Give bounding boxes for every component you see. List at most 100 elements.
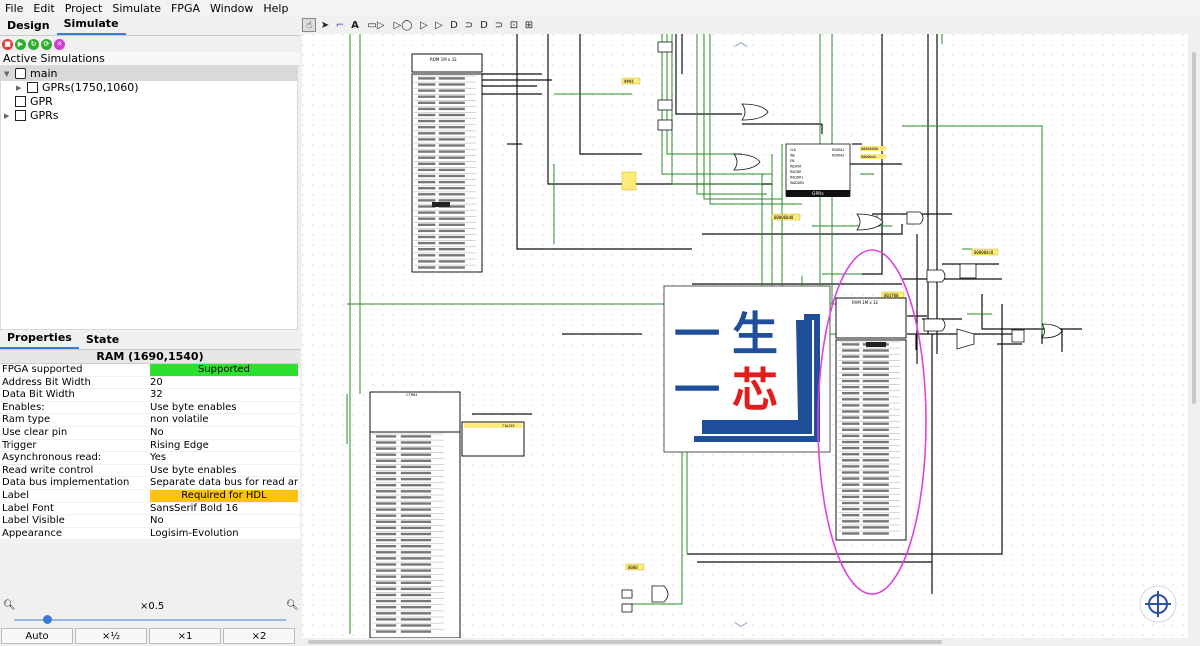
memory-value-mark — [400, 508, 432, 511]
memory-address-mark — [842, 398, 860, 401]
expand-arrow-icon[interactable]: ▶ — [4, 112, 10, 120]
tick-once-icon[interactable]: ↻ — [28, 38, 39, 50]
memory-address-mark — [376, 520, 397, 523]
recenter-button[interactable] — [1139, 585, 1177, 623]
gprs-subcircuit[interactable]: GPRs CLKWEENWDATARADDRRADDR1WADDR2RDATA1… — [785, 143, 886, 197]
property-value[interactable]: Use byte enables — [150, 464, 237, 476]
buffer-gate-icon[interactable]: ▷ — [420, 19, 428, 31]
zoom-slider-handle[interactable] — [42, 615, 52, 624]
memory-address-mark — [376, 563, 397, 566]
reset-simulation-icon[interactable]: ✕ — [54, 38, 65, 50]
menu-window[interactable]: Window — [210, 1, 254, 15]
select-tool-icon[interactable]: ➤ — [320, 19, 330, 31]
memory-address-mark — [376, 618, 397, 621]
property-value[interactable]: No — [150, 426, 164, 438]
property-value[interactable]: Required for HDL — [150, 489, 298, 502]
wire-tool-icon[interactable]: ⌐ — [335, 19, 345, 31]
memory-address-mark — [376, 532, 397, 536]
property-value[interactable]: Supported — [150, 364, 298, 376]
ram-component[interactable]: RAM 1M x 32 — [835, 297, 907, 541]
zoom-auto-button[interactable]: Auto — [1, 628, 73, 644]
poke-tool-icon[interactable]: ☝ — [302, 18, 316, 32]
memory-value-mark — [400, 520, 432, 523]
memory-value-mark — [400, 532, 432, 536]
property-value[interactable]: No — [150, 515, 164, 527]
vertical-scroll-thumb[interactable] — [1192, 52, 1196, 404]
tree-item-main[interactable]: ▼ main — [1, 67, 297, 81]
menu-edit[interactable]: Edit — [33, 1, 55, 15]
tree-item-gpr[interactable]: GPR — [1, 95, 297, 109]
rom-component[interactable]: ROM 1M x 32 — [411, 53, 483, 273]
zoom-2x-button[interactable]: ×2 — [223, 628, 295, 644]
property-value[interactable]: Logisim-Evolution — [150, 527, 239, 539]
scroll-down-icon[interactable]: ﹀ — [734, 622, 748, 638]
property-value[interactable]: Separate data bus for read and ... — [150, 477, 298, 489]
expand-arrow-icon[interactable]: ▶ — [16, 84, 22, 92]
zoom-in-icon[interactable]: 🔍︎ — [286, 600, 299, 611]
memory-address-mark — [376, 538, 397, 542]
zoom-half-button[interactable]: ×½ — [75, 628, 147, 644]
simulation-toolbar: ■ ▶ ↻ ⟳ ✕ — [0, 36, 300, 52]
property-value[interactable]: 32 — [150, 389, 163, 401]
zoom-slider-track[interactable] — [14, 619, 286, 621]
tab-properties[interactable]: Properties — [0, 329, 79, 349]
text-tool-icon[interactable]: A — [351, 19, 359, 31]
tunnel-icon[interactable]: ⊞ — [524, 19, 534, 31]
property-value[interactable]: Yes — [150, 452, 167, 464]
step-simulation-icon[interactable]: ▶ — [15, 38, 26, 50]
menu-project[interactable]: Project — [64, 1, 103, 15]
circuit-canvas[interactable]: ROM 1M x 32 CTR64 71b255 — [302, 34, 1188, 638]
zoom-out-icon[interactable]: 🔍︎ — [3, 600, 16, 611]
not-gate-icon[interactable]: ▷ — [435, 19, 443, 31]
menu-file[interactable]: File — [5, 1, 24, 15]
property-value[interactable]: SansSerif Bold 16 — [150, 502, 239, 514]
circuit-drawing[interactable]: ROM 1M x 32 CTR64 71b255 — [302, 34, 1188, 638]
horizontal-scrollbar[interactable] — [302, 638, 1188, 646]
zoom-1x-button[interactable]: ×1 — [149, 628, 221, 644]
tick-half-icon[interactable]: ⟳ — [41, 38, 52, 50]
property-value[interactable]: 20 — [150, 376, 163, 388]
vertical-scrollbar[interactable] — [1190, 34, 1198, 638]
collapse-arrow-icon[interactable]: ▼ — [4, 70, 10, 78]
menu-fpga[interactable]: FPGA — [170, 1, 200, 15]
tab-state[interactable]: State — [85, 333, 120, 346]
memory-address-mark — [418, 162, 436, 165]
memory-address-mark — [418, 217, 436, 220]
tree-item-gprs[interactable]: ▶ GPRs — [1, 109, 297, 123]
memory-address-mark — [418, 144, 436, 147]
property-row[interactable]: Enables:Use byte enables — [0, 401, 300, 415]
tree-item-gprs-instance[interactable]: ▶ GPRs(1750,1060) — [1, 81, 297, 95]
nand-gate-icon[interactable]: D — [480, 19, 488, 31]
stop-simulation-icon[interactable]: ■ — [2, 38, 13, 50]
property-value[interactable]: Rising Edge — [150, 439, 209, 451]
property-row[interactable]: Asynchronous read:Yes — [0, 452, 300, 465]
canvas-toolbar: ☝ ➤ ⌐ A ▭▷ ▷◯ ▷ ▷ D ⊃ D ⊃ ⊡ ⊞ — [300, 16, 1200, 34]
scroll-up-icon[interactable]: ︿ — [734, 34, 748, 50]
tab-design[interactable]: Design — [7, 19, 50, 32]
and-gate-icon[interactable]: D — [450, 19, 458, 31]
horizontal-scroll-thumb[interactable] — [308, 640, 942, 644]
property-value[interactable]: non volatile — [150, 414, 209, 426]
input-pin-icon[interactable]: ▭▷ — [367, 19, 385, 31]
or-gate-icon[interactable]: ⊃ — [464, 19, 474, 31]
tab-simulate[interactable]: Simulate — [56, 15, 126, 35]
property-value[interactable]: Use byte enables — [150, 401, 237, 413]
counter-component[interactable]: CTR64 — [369, 391, 461, 638]
subcircuit-place-icon[interactable]: ⊡ — [509, 19, 519, 31]
output-pin-icon[interactable]: ▷◯ — [393, 19, 413, 31]
menu-help[interactable]: Help — [263, 1, 289, 15]
nor-gate-icon[interactable]: ⊃ — [494, 19, 504, 31]
menu-simulate[interactable]: Simulate — [112, 1, 161, 15]
